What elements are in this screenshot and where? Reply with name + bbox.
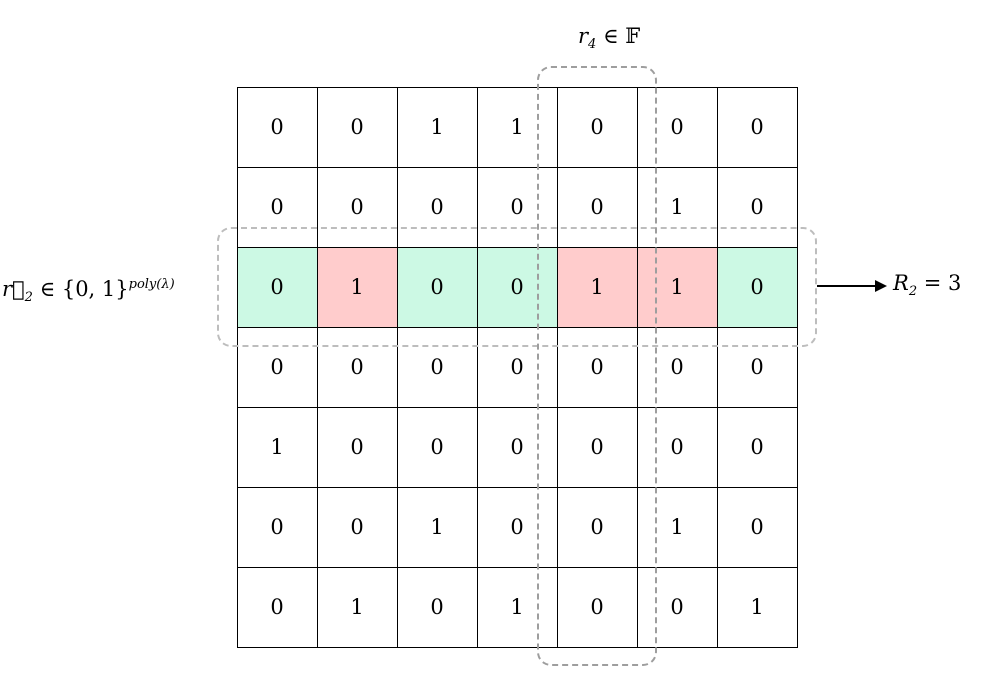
matrix-cell: 0 [476,246,558,328]
matrix-cell: 0 [396,246,478,328]
matrix-cell: 0 [316,166,398,248]
row-set: {0, 1} [61,277,129,301]
matrix-cell: 1 [476,566,558,648]
matrix-cell: 1 [716,566,798,648]
matrix-cell: 0 [476,166,558,248]
matrix-cell: 0 [716,86,798,168]
column-rel: ∈ [596,24,626,48]
matrix-cell: 0 [236,566,318,648]
matrix-cell: 0 [476,406,558,488]
matrix-cell: 0 [556,86,638,168]
matrix-cell: 0 [316,326,398,408]
matrix-cell: 0 [716,166,798,248]
matrix-cell: 0 [396,326,478,408]
result-eq: = [917,271,949,295]
matrix-cell: 0 [716,326,798,408]
matrix-cell: 1 [636,246,718,328]
row-rel: ∈ [32,277,62,301]
matrix-cell: 1 [476,86,558,168]
matrix-cell: 0 [636,326,718,408]
row-sup: poly(λ) [128,277,175,292]
matrix-cell: 0 [396,166,478,248]
matrix-cell: 0 [636,406,718,488]
matrix-cell: 0 [556,166,638,248]
matrix-cell: 0 [236,246,318,328]
matrix-cell: 1 [636,486,718,568]
matrix-cell: 1 [396,486,478,568]
matrix-cell: 0 [236,326,318,408]
matrix-cell: 0 [636,86,718,168]
column-label: r4 ∈ 𝔽 [578,24,640,52]
matrix-cell: 0 [396,566,478,648]
matrix-cell: 0 [476,326,558,408]
arrow-right-icon [817,280,887,292]
matrix-cell: 1 [316,566,398,648]
matrix-cell: 1 [236,406,318,488]
result-var: R [893,271,909,295]
matrix-cell: 0 [236,166,318,248]
matrix-cell: 1 [556,246,638,328]
result-sub: 2 [908,284,918,300]
matrix-cell: 1 [396,86,478,168]
matrix-cell: 0 [316,86,398,168]
matrix-cell: 1 [316,246,398,328]
matrix-cell: 0 [556,486,638,568]
matrix-cell: 0 [396,406,478,488]
matrix-cell: 0 [236,86,318,168]
row-label: r⃗2 ∈ {0, 1}poly(λ) [2,277,175,305]
matrix-cell: 1 [636,166,718,248]
matrix-cell: 0 [476,486,558,568]
result-label: R2 = 3 [893,271,961,299]
column-set: 𝔽 [625,24,641,48]
matrix-cell: 0 [716,406,798,488]
matrix-cell: 0 [716,246,798,328]
matrix-cell: 0 [556,326,638,408]
matrix-cell: 0 [236,486,318,568]
matrix-cell: 0 [716,486,798,568]
matrix-cell: 0 [556,406,638,488]
matrix-cell: 0 [636,566,718,648]
row-sub: 2 [24,290,33,306]
matrix-cell: 0 [316,406,398,488]
result-val: 3 [948,271,962,295]
column-sub: 4 [588,37,597,53]
matrix-cell: 0 [316,486,398,568]
row-var: r⃗ [2,277,25,301]
column-var: r [578,24,589,48]
matrix-cell: 0 [556,566,638,648]
